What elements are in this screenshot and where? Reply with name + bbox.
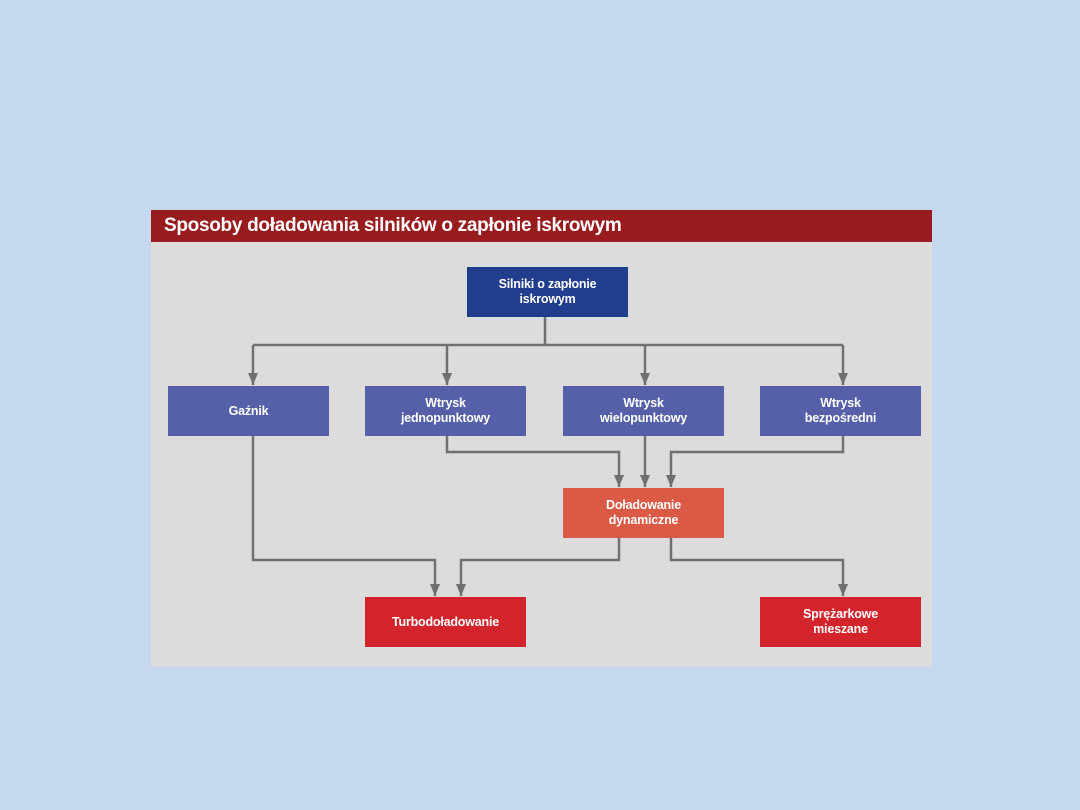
node-wtrysk-jednopunktowy: Wtrysk jednopunktowy bbox=[365, 386, 526, 436]
edge-dynamiczne-turbo bbox=[456, 538, 621, 596]
node-doladowanie-dynamiczne: Doładowanie dynamiczne bbox=[563, 488, 724, 538]
edge-jednopunktowy-dynamiczne bbox=[445, 435, 624, 487]
node-wtrysk-bezposredni: Wtrysk bezpośredni bbox=[760, 386, 921, 436]
connector-lines bbox=[248, 316, 848, 596]
node-silniki-o-zaplonie-iskrowym: Silniki o zapłonie iskrowym bbox=[467, 267, 628, 317]
node-gaznik: Gaźnik bbox=[168, 386, 329, 436]
edge-bezposredni-dynamiczne bbox=[666, 435, 845, 487]
edge-dynamiczne-sprezarkowe bbox=[669, 538, 848, 596]
diagram-figure: Sposoby doładowania silników o zapłonie … bbox=[151, 210, 932, 667]
node-sprezarkowe-mieszane: Sprężarkowe mieszane bbox=[760, 597, 921, 647]
node-wtrysk-wielopunktowy: Wtrysk wielopunktowy bbox=[563, 386, 724, 436]
diagram-title: Sposoby doładowania silników o zapłonie … bbox=[151, 210, 932, 242]
edge-gaznik-turbo bbox=[251, 435, 440, 596]
node-turbodoladowanie: Turbodoładowanie bbox=[365, 597, 526, 647]
